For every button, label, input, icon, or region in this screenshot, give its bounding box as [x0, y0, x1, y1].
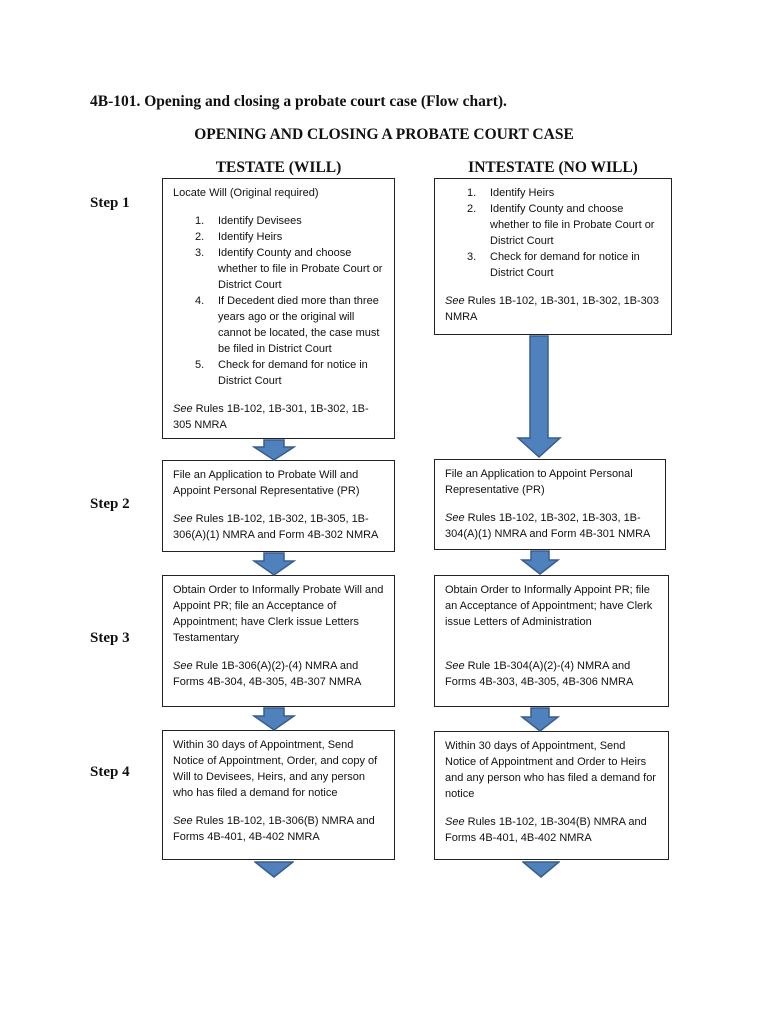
document-heading: 4B-101. Opening and closing a probate co…	[90, 93, 507, 110]
list-item-number: 4.	[195, 295, 205, 307]
list-item-number: 1.	[195, 215, 205, 227]
intestate-step-3-box: Obtain Order to Informally Appoint PR; f…	[434, 575, 669, 707]
down-arrow-icon	[516, 335, 562, 459]
list-item: 3. Identify County and choose whether to …	[173, 245, 385, 293]
reference-text: Rule 1B-306(A)(2)-(4) NMRA and Forms 4B-…	[173, 660, 362, 688]
testate-step-2-text: File an Application to Probate Will and …	[173, 469, 360, 497]
see-label: See	[173, 403, 193, 415]
see-label: See	[445, 512, 465, 524]
see-label: See	[173, 660, 193, 672]
testate-step-2-reference: See Rules 1B-102, 1B-302, 1B-305, 1B-306…	[173, 511, 385, 543]
list-item-text: Identify Heirs	[490, 187, 555, 199]
reference-text: Rules 1B-102, 1B-302, 1B-303, 1B-304(A)(…	[445, 512, 651, 540]
reference-text: Rules 1B-102, 1B-302, 1B-305, 1B-306(A)(…	[173, 513, 379, 541]
down-arrow-icon	[252, 707, 296, 731]
intestate-step-1-list: 1. Identify Heirs 2. Identify County and c…	[445, 185, 662, 281]
intestate-step-4-reference: See Rules 1B-102, 1B-304(B) NMRA and For…	[445, 814, 659, 846]
list-item: 1. Identify Devisees	[173, 213, 385, 229]
reference-text: Rule 1B-304(A)(2)-(4) NMRA and Forms 4B-…	[445, 660, 634, 688]
down-arrow-icon	[254, 861, 294, 878]
step-2-label: Step 2	[90, 496, 130, 512]
list-item-number: 3.	[467, 251, 477, 263]
down-arrow-icon	[522, 861, 560, 878]
reference-text: Rules 1B-102, 1B-301, 1B-302, 1B-305 NMR…	[173, 403, 369, 431]
intestate-step-4-box: Within 30 days of Appointment, Send Noti…	[434, 731, 669, 860]
see-label: See	[445, 660, 465, 672]
testate-step-4-text: Within 30 days of Appointment, Send Noti…	[173, 739, 378, 799]
step-3-label: Step 3	[90, 630, 130, 646]
column-heading-intestate: INTESTATE (NO WILL)	[468, 159, 638, 176]
step-1-label: Step 1	[90, 195, 130, 211]
step-4-label: Step 4	[90, 764, 130, 780]
testate-step-4-reference: See Rules 1B-102, 1B-306(B) NMRA and For…	[173, 813, 385, 845]
testate-step-2-box: File an Application to Probate Will and …	[162, 460, 395, 552]
see-label: See	[445, 295, 465, 307]
list-item-text: Check for demand for notice in District …	[218, 359, 368, 387]
testate-step-1-reference: See Rules 1B-102, 1B-301, 1B-302, 1B-305…	[173, 401, 385, 433]
see-label: See	[445, 816, 465, 828]
intestate-step-1-reference: See Rules 1B-102, 1B-301, 1B-302, 1B-303…	[445, 293, 662, 325]
list-item-text: Identify County and choose whether to fi…	[218, 247, 383, 291]
testate-step-1-list: 1. Identify Devisees 2. Identify Heirs 3. I…	[173, 213, 385, 389]
intestate-step-2-box: File an Application to Appoint Personal …	[434, 459, 666, 550]
intestate-step-4-text: Within 30 days of Appointment, Send Noti…	[445, 740, 656, 800]
down-arrow-icon	[252, 552, 296, 576]
intestate-step-3-reference: See Rule 1B-304(A)(2)-(4) NMRA and Forms…	[445, 658, 659, 690]
list-item-number: 2.	[195, 231, 205, 243]
testate-step-4-box: Within 30 days of Appointment, Send Noti…	[162, 730, 395, 860]
see-label: See	[173, 815, 193, 827]
see-label: See	[173, 513, 193, 525]
list-item-text: Check for demand for notice in District …	[490, 251, 640, 279]
list-item-text: If Decedent died more than three years a…	[218, 295, 380, 355]
reference-text: Rules 1B-102, 1B-306(B) NMRA and Forms 4…	[173, 815, 375, 843]
list-item: 4. If Decedent died more than three years…	[173, 293, 385, 357]
list-item-number: 1.	[467, 187, 477, 199]
list-item: 2. Identify Heirs	[173, 229, 385, 245]
list-item: 5. Check for demand for notice in Distric…	[173, 357, 385, 389]
intestate-step-2-reference: See Rules 1B-102, 1B-302, 1B-303, 1B-304…	[445, 510, 656, 542]
list-item-text: Identify Devisees	[218, 215, 302, 227]
chart-title: OPENING AND CLOSING A PROBATE COURT CASE	[194, 126, 574, 143]
reference-text: Rules 1B-102, 1B-304(B) NMRA and Forms 4…	[445, 816, 647, 844]
list-item: 2. Identify County and choose whether to …	[445, 201, 662, 249]
list-item-text: Identify Heirs	[218, 231, 283, 243]
down-arrow-icon	[520, 707, 560, 732]
reference-text: Rules 1B-102, 1B-301, 1B-302, 1B-303 NMR…	[445, 295, 660, 323]
list-item: 3. Check for demand for notice in Distric…	[445, 249, 662, 281]
testate-step-1-box: Locate Will (Original required) 1. Identi…	[162, 178, 395, 439]
list-item-text: Identify County and choose whether to fi…	[490, 203, 655, 247]
testate-step-3-box: Obtain Order to Informally Probate Will …	[162, 575, 395, 707]
testate-step-3-reference: See Rule 1B-306(A)(2)-(4) NMRA and Forms…	[173, 658, 385, 690]
intestate-step-2-text: File an Application to Appoint Personal …	[445, 468, 633, 496]
list-item-number: 2.	[467, 203, 477, 215]
column-heading-testate: TESTATE (WILL)	[215, 159, 342, 176]
testate-step-3-text: Obtain Order to Informally Probate Will …	[173, 584, 384, 644]
list-item-number: 3.	[195, 247, 205, 259]
list-item: 1. Identify Heirs	[445, 185, 662, 201]
down-arrow-icon	[520, 550, 560, 575]
list-item-number: 5.	[195, 359, 205, 371]
intestate-step-1-box: 1. Identify Heirs 2. Identify County and c…	[434, 178, 672, 335]
intestate-step-3-text: Obtain Order to Informally Appoint PR; f…	[445, 584, 653, 628]
testate-step-1-intro: Locate Will (Original required)	[173, 187, 319, 199]
down-arrow-icon	[252, 439, 296, 461]
